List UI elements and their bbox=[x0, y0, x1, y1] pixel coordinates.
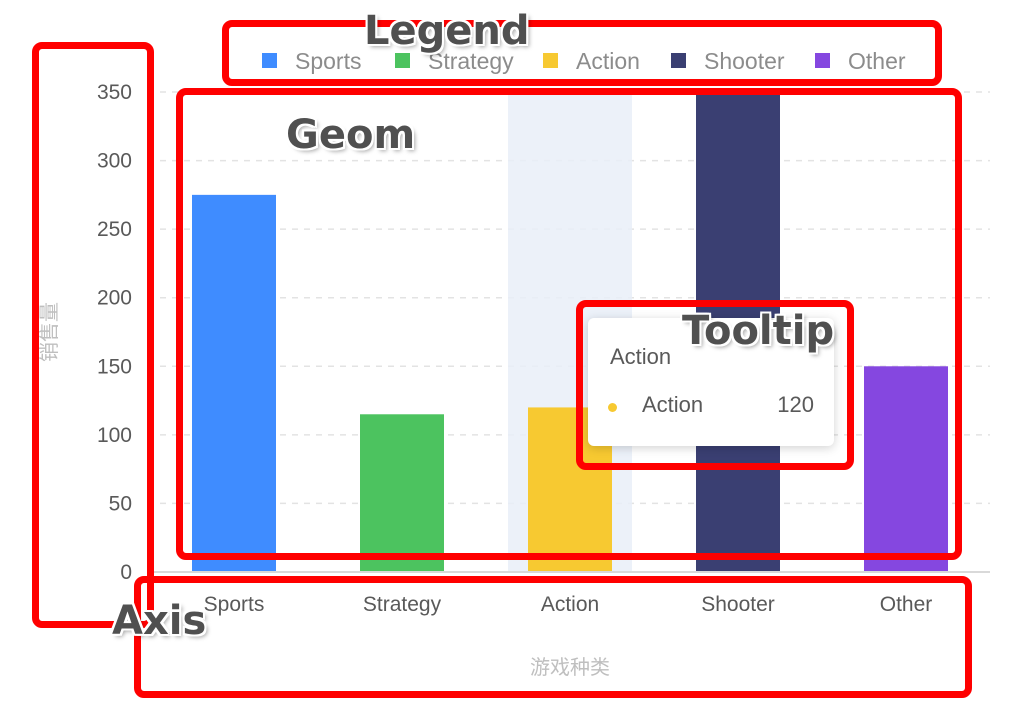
tooltip-item-value: 120 bbox=[777, 392, 814, 417]
x-tick-label: Action bbox=[541, 593, 599, 616]
legend-item-shooter[interactable]: Shooter bbox=[671, 48, 785, 74]
tooltip-annotation-label: Tooltip bbox=[682, 308, 835, 354]
legend-marker bbox=[262, 53, 277, 68]
legend-label: Shooter bbox=[704, 48, 785, 74]
x-tick-label: Other bbox=[880, 593, 933, 616]
x-axis-title: 游戏种类 bbox=[530, 655, 610, 679]
y-tick-label: 0 bbox=[120, 561, 132, 584]
x-tick-label: Sports bbox=[204, 593, 265, 616]
y-axis-highlight-box bbox=[32, 42, 154, 628]
x-axis-highlight-box bbox=[134, 576, 972, 698]
legend-item-strategy[interactable]: Strategy bbox=[395, 48, 514, 74]
legend-marker bbox=[815, 53, 830, 68]
legend-item-action[interactable]: Action bbox=[543, 48, 640, 74]
geom-highlight-box bbox=[176, 88, 962, 560]
bar-strategy bbox=[360, 414, 444, 572]
bar-other bbox=[864, 366, 948, 572]
legend-label: Strategy bbox=[428, 48, 514, 74]
y-tick-label: 250 bbox=[97, 218, 132, 241]
legend-annotation-label: Legend bbox=[364, 8, 530, 54]
axis-annotation-label: Axis bbox=[112, 598, 207, 644]
legend-marker bbox=[395, 53, 410, 68]
y-tick-label: 200 bbox=[97, 287, 132, 310]
legend-label: Sports bbox=[295, 48, 361, 74]
y-tick-label: 350 bbox=[97, 81, 132, 104]
x-tick-label: Strategy bbox=[363, 593, 442, 616]
geom-annotation-label: Geom bbox=[286, 112, 416, 158]
legend-highlight-box bbox=[222, 20, 942, 86]
y-tick-label: 50 bbox=[109, 492, 132, 515]
legend-marker bbox=[543, 53, 558, 68]
legend-label: Other bbox=[848, 48, 906, 74]
bar-sports bbox=[192, 194, 276, 572]
tooltip-title: Action bbox=[610, 344, 672, 369]
y-tick-label: 100 bbox=[97, 424, 132, 447]
tooltip-marker bbox=[608, 403, 617, 412]
tooltip-item-name: Action bbox=[642, 392, 704, 417]
tooltip-highlight-box bbox=[576, 300, 854, 470]
legend-label: Action bbox=[576, 48, 640, 74]
legend-marker bbox=[671, 53, 686, 68]
legend-item-other[interactable]: Other bbox=[815, 48, 906, 74]
y-tick-label: 150 bbox=[97, 355, 132, 378]
y-tick-label: 300 bbox=[97, 150, 132, 173]
legend[interactable]: Sports Strategy Action Shooter Other bbox=[262, 48, 906, 74]
tooltip: Action Action 120 bbox=[588, 318, 834, 446]
y-axis-title: 销售量 bbox=[37, 302, 61, 362]
x-tick-label: Shooter bbox=[701, 593, 775, 616]
legend-item-sports[interactable]: Sports bbox=[262, 48, 361, 74]
